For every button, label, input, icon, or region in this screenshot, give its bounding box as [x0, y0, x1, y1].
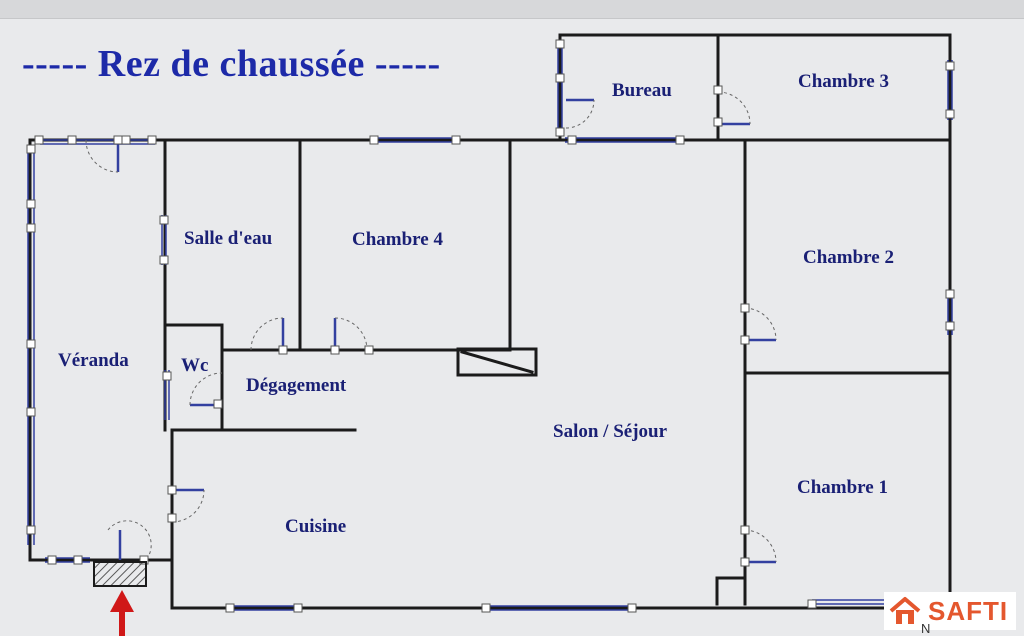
room-label-bureau: Bureau: [612, 80, 672, 101]
room-label-cuisine: Cuisine: [285, 516, 347, 537]
top-border: [0, 0, 1024, 19]
room-label-salon-sejour: Salon / Séjour: [553, 421, 668, 442]
plan-title: ----- Rez de chaussée -----: [22, 43, 441, 85]
house-icon: [889, 597, 921, 624]
entrance-step: [93, 561, 147, 587]
doors: [85, 85, 777, 567]
room-label-veranda: Véranda: [58, 350, 129, 371]
window-frames: [26, 39, 955, 613]
room-label-chambre-1: Chambre 1: [797, 477, 888, 498]
room-label-chambre-2: Chambre 2: [803, 247, 894, 268]
logo-text: SAFTI: [928, 595, 1009, 626]
entry-arrow-icon: [110, 590, 134, 636]
room-label-degagement: Dégagement: [246, 375, 347, 396]
room-label-chambre-3: Chambre 3: [798, 71, 889, 92]
room-label-chambre-4: Chambre 4: [352, 229, 443, 250]
safti-logo: SAFTI: [884, 592, 1016, 630]
windows: [27, 45, 953, 611]
compass-label: N: [921, 621, 931, 636]
room-label-wc: Wc: [181, 355, 209, 376]
room-label-salle-deau: Salle d'eau: [184, 228, 273, 249]
